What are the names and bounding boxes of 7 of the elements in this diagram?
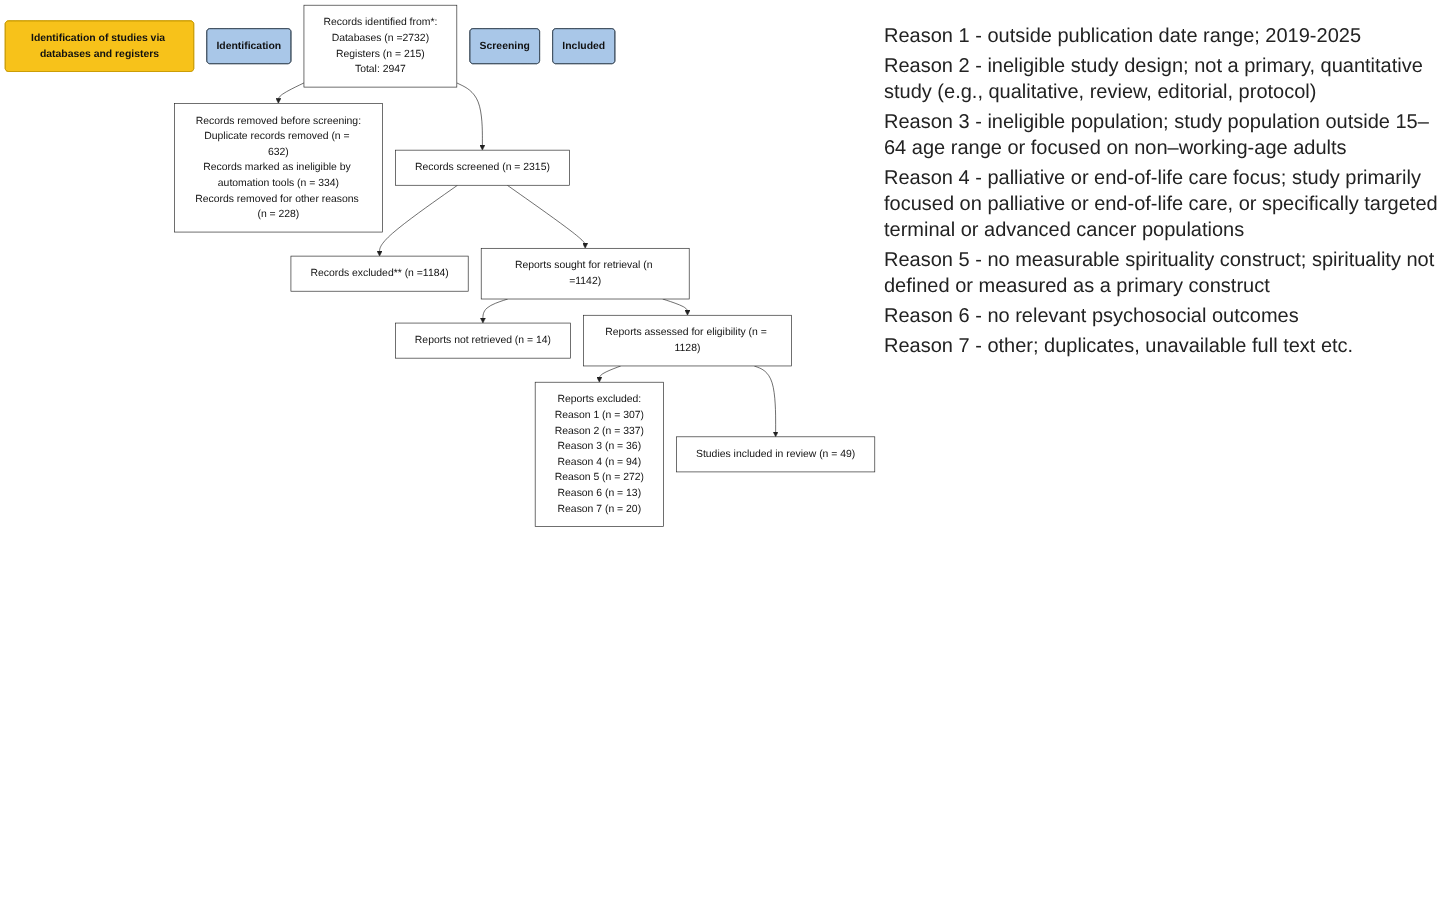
note-text: Reason 7 - other; duplicates, unavailable full text etc. [884, 334, 1356, 360]
note-text: Reason 3 - ineligible population; study population outside 15–64 age range or focused on non–working-age adults [884, 110, 1431, 162]
note-text: Reason 5 - no measurable spirituality construct; spirituality not defined or measured as a primary construct [884, 248, 1437, 300]
note-text: Reason 6 - no relevant psychosocial outcomes [884, 304, 1301, 330]
note-text: Reason 4 - palliative or end-of-life care focus; study primarily focused on palliative or end-of-life care, or specifically targeted terminal or advanced cancer populations [884, 166, 1440, 244]
note-text: Reason 1 - outside publication date range; 2019-2025 [884, 24, 1364, 50]
note-text: Reason 2 - ineligible study design; not a primary, quantitative study (e.g., qualitative, review, editorial, protocol) [884, 54, 1425, 106]
